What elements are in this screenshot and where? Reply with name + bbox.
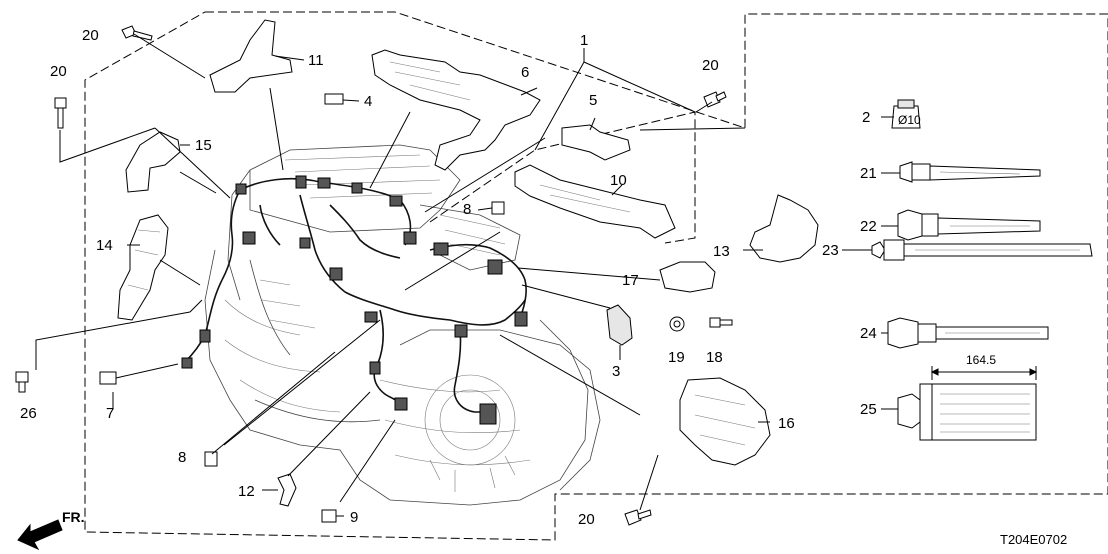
part-3-grommet xyxy=(606,304,633,346)
callout-14: 14 xyxy=(96,237,113,254)
part-14-bracket xyxy=(117,214,169,321)
callout-12: 12 xyxy=(238,483,255,500)
main-group-outline xyxy=(84,11,1108,541)
callout-labels: 1 2 3 4 5 6 7 8 8 9 10 11 12 13 14 15 16… xyxy=(20,27,877,528)
callout-19: 19 xyxy=(668,349,685,366)
callout-15: 15 xyxy=(195,137,212,154)
part-10-cover xyxy=(514,164,676,239)
part-8-clip xyxy=(491,201,505,215)
callout-1: 1 xyxy=(580,32,588,49)
callout-25: 25 xyxy=(860,401,877,418)
callout-8: 8 xyxy=(463,201,471,218)
part-4-clip xyxy=(324,93,344,105)
callout-20b: 20 xyxy=(50,63,67,80)
callout-20a: 20 xyxy=(82,27,99,44)
wire-harness xyxy=(181,175,528,425)
part-24-cable-tie xyxy=(887,317,1049,349)
part-5-clamp xyxy=(561,124,631,161)
callout-7: 7 xyxy=(106,405,114,422)
callout-13: 13 xyxy=(713,243,730,260)
callout-3: 3 xyxy=(612,363,620,380)
leader-lines xyxy=(35,33,900,517)
callout-20d: 20 xyxy=(578,511,595,528)
dimension-label: 164.5 xyxy=(966,353,996,367)
part-23-cable-tie xyxy=(871,239,1093,261)
bolt-icon xyxy=(121,25,153,41)
part-6-cover xyxy=(371,49,541,171)
part-15-bracket xyxy=(125,131,181,193)
callout-9: 9 xyxy=(350,509,358,526)
clip-marking: Ø10 xyxy=(898,113,921,127)
part-11-bracket xyxy=(209,19,293,93)
callout-16: 16 xyxy=(778,415,795,432)
callout-4: 4 xyxy=(364,93,372,110)
callout-26: 26 xyxy=(20,405,37,422)
callout-21: 21 xyxy=(860,165,877,182)
callout-10: 10 xyxy=(610,172,627,189)
part-2-clip: Ø10 xyxy=(891,99,921,129)
callout-17: 17 xyxy=(622,272,639,289)
callout-20c: 20 xyxy=(702,57,719,74)
part-13-bracket xyxy=(749,194,819,263)
bolt-icon xyxy=(703,91,727,108)
diagram-code: T204E0702 xyxy=(1000,532,1067,547)
bolt-icon xyxy=(54,97,67,129)
callout-22: 22 xyxy=(860,218,877,235)
callout-24: 24 xyxy=(860,325,877,342)
front-label: FR. xyxy=(62,509,85,525)
callout-8b: 8 xyxy=(178,449,186,466)
callout-11: 11 xyxy=(308,52,324,69)
part-25-cable-tie xyxy=(897,366,1038,441)
part-8-clip xyxy=(204,451,218,467)
part-12-clip xyxy=(277,473,297,507)
bolt-icon xyxy=(15,371,29,393)
callout-23: 23 xyxy=(822,242,839,259)
part-17-cover xyxy=(659,261,716,293)
bolt-icon xyxy=(624,509,652,526)
callout-18: 18 xyxy=(706,349,723,366)
arrow-icon xyxy=(17,519,63,551)
part-21-cable-tie xyxy=(899,161,1041,183)
callout-6: 6 xyxy=(521,64,529,81)
part-7-clip xyxy=(99,371,117,385)
parts: Ø10 xyxy=(15,19,1093,526)
part-9-clip xyxy=(321,509,337,523)
part-18-bolt xyxy=(709,317,733,328)
callout-5: 5 xyxy=(589,92,597,109)
part-22-cable-tie xyxy=(897,209,1041,241)
front-direction-arrow: FR. xyxy=(17,509,85,551)
callout-2: 2 xyxy=(862,109,870,126)
